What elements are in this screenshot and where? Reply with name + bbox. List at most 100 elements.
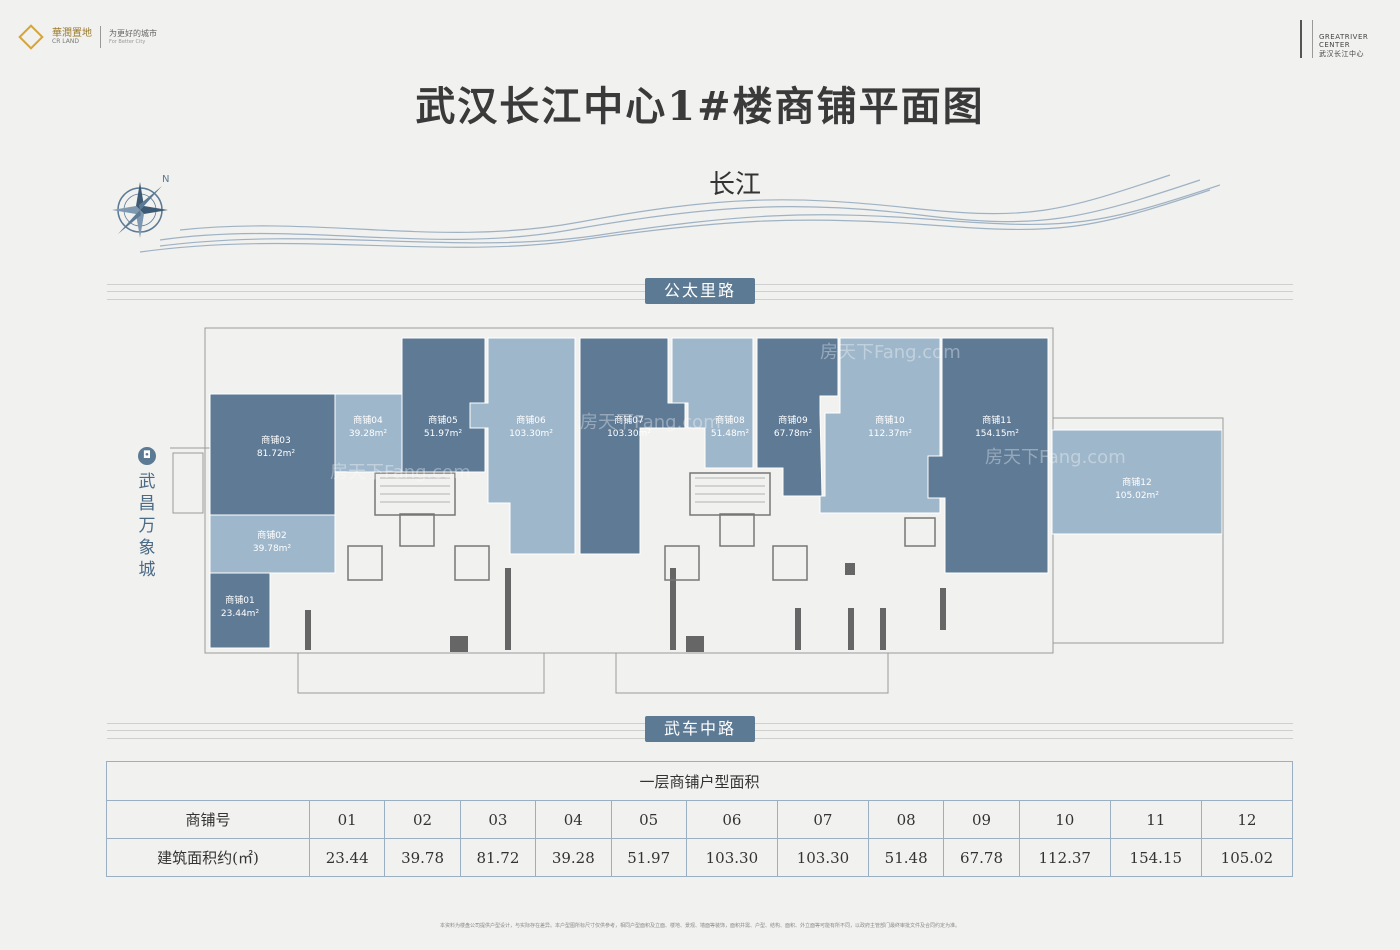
shop-label-9: 商铺09	[778, 414, 808, 426]
table-cell: 23.44	[308, 838, 386, 877]
cr-land-logo: 華潤置地 CR LAND 为更好的城市 For Better City	[18, 24, 157, 50]
shop-area-5: 51.97m²	[424, 429, 463, 439]
shop-label-6: 商铺06	[516, 414, 546, 426]
shop-area-6: 103.30m²	[509, 429, 553, 439]
shop-label-1: 商铺01	[225, 594, 254, 606]
logo-divider	[100, 26, 101, 48]
table-cell: 105.02	[1200, 838, 1294, 877]
shop-area-11: 154.15m²	[975, 429, 1019, 439]
shop-label-12: 商铺12	[1122, 476, 1151, 488]
shop-area-1: 23.44m²	[221, 609, 260, 619]
table-row-area: 建筑面积约(㎡) 23.44 39.78 81.72 39.28 51.97 1…	[106, 838, 1294, 877]
side-char-4: 象	[138, 538, 156, 558]
table-cell: 51.48	[867, 838, 945, 877]
shop-area-4: 39.28m²	[349, 429, 388, 439]
table-cell: 10	[1018, 800, 1111, 839]
side-char-5: 城	[138, 560, 156, 580]
podium-right	[615, 652, 889, 694]
shop-08[interactable]	[671, 337, 754, 469]
river-waves	[139, 174, 1220, 253]
footnote: 本资料为楼盘公司提供户型设计，与实际存在差异。本户型图所标尺寸仅供参考，相同户型…	[439, 923, 960, 929]
shop-label-7: 商铺07	[614, 414, 643, 426]
top-road-label: 公太里路	[645, 278, 755, 304]
table-row-number: 商铺号 01 02 03 04 05 06 07 08 09 10 11 12	[106, 800, 1294, 839]
table-cell: 103.30	[776, 838, 869, 877]
shop-02[interactable]	[209, 514, 336, 574]
page-title: 武汉长江中心1#楼商铺平面图	[415, 83, 985, 130]
watermark-3: 房天下Fang.com	[820, 342, 961, 363]
podium-left	[297, 652, 545, 694]
shop-area-12: 105.02m²	[1115, 491, 1159, 501]
floor-plan: 房天下Fang.com 房天下Fang.com 房天下Fang.com 房天下F…	[170, 327, 1224, 694]
table-cell: 11	[1109, 800, 1202, 839]
row-label-number: 商铺号	[106, 800, 310, 839]
greatriver-cn: 武汉长江中心	[1319, 49, 1364, 58]
brand-left-en: CR LAND	[52, 38, 79, 46]
side-char-1: 武	[138, 472, 156, 492]
greatriver-text: GREATRIVER CENTER 武汉长江中心	[1319, 33, 1368, 58]
slogan: 为更好的城市 For Better City	[109, 29, 157, 45]
tower-icon	[1300, 20, 1313, 58]
table-cell: 08	[867, 800, 945, 839]
side-char-2: 昌	[138, 494, 156, 514]
side-char-3: 万	[138, 516, 156, 536]
table-cell: 05	[610, 800, 687, 839]
table-cell: 81.72	[459, 838, 537, 877]
table-cell: 12	[1200, 800, 1294, 839]
shop-label-11: 商铺11	[982, 414, 1011, 426]
table-cell: 07	[776, 800, 869, 839]
shop-10[interactable]	[819, 337, 941, 514]
row-label-area: 建筑面积约(㎡)	[106, 838, 310, 877]
shop-area-10: 112.37m²	[868, 429, 912, 439]
table-cell: 51.97	[610, 838, 687, 877]
compass-icon: N	[112, 174, 169, 238]
brand-left-name: 華潤置地	[52, 28, 92, 40]
table-cell: 04	[535, 800, 612, 839]
shop-area-8: 51.48m²	[711, 429, 750, 439]
shop-09[interactable]	[756, 337, 839, 497]
shop-12[interactable]	[1051, 429, 1223, 535]
watermark-2: 房天下Fang.com	[330, 462, 471, 483]
north-label: N	[162, 174, 169, 185]
shop-label-4: 商铺04	[353, 414, 383, 426]
shop-label-10: 商铺10	[875, 414, 905, 426]
greatriver-en2: CENTER	[1319, 41, 1351, 50]
shop-11[interactable]	[927, 337, 1049, 574]
shop-area-3: 81.72m²	[257, 449, 296, 459]
shop-07[interactable]	[579, 337, 686, 555]
table-cell: 06	[685, 800, 778, 839]
table-cell: 39.28	[535, 838, 612, 877]
shop-area-7: 103.30m²	[607, 429, 651, 439]
river-label: 长江	[708, 170, 761, 200]
shop-label-5: 商铺05	[428, 414, 457, 426]
wuchang-mixc-label: ◘ 武 昌 万 象 城	[135, 447, 159, 581]
table-cell: 39.78	[384, 838, 461, 877]
shop-label-3: 商铺03	[261, 434, 290, 446]
table-cell: 09	[943, 800, 1020, 839]
table-cell: 154.15	[1109, 838, 1202, 877]
table-cell: 02	[384, 800, 461, 839]
slogan-cn: 为更好的城市	[109, 29, 157, 39]
shop-06[interactable]	[469, 337, 576, 555]
area-table: 一层商铺户型面积 商铺号 01 02 03 04 05 06 07 08 09 …	[106, 761, 1294, 877]
watermark-4: 房天下Fang.com	[985, 447, 1126, 468]
shopping-bag-icon: ◘	[138, 447, 156, 465]
shop-area-9: 67.78m²	[774, 429, 813, 439]
table-caption: 一层商铺户型面积	[106, 761, 1293, 801]
watermark-1: 房天下Fang.com	[580, 412, 721, 433]
table-cell: 103.30	[685, 838, 778, 877]
table-cell: 112.37	[1018, 838, 1111, 877]
shop-area-2: 39.78m²	[253, 544, 292, 554]
table-cell: 03	[459, 800, 537, 839]
shop-label-2: 商铺02	[257, 529, 286, 541]
shop-label-8: 商铺08	[715, 414, 745, 426]
bottom-road-label: 武车中路	[645, 716, 755, 742]
table-cell: 01	[308, 800, 386, 839]
shop-03[interactable]	[209, 393, 336, 516]
slogan-en: For Better City	[109, 38, 146, 45]
shop-01[interactable]	[209, 572, 271, 649]
greatriver-logo: GREATRIVER CENTER 武汉长江中心	[1300, 20, 1368, 58]
greatriver-en1: GREATRIVER	[1319, 32, 1369, 41]
table-cell: 67.78	[943, 838, 1020, 877]
cr-land-logo-icon	[18, 24, 44, 50]
